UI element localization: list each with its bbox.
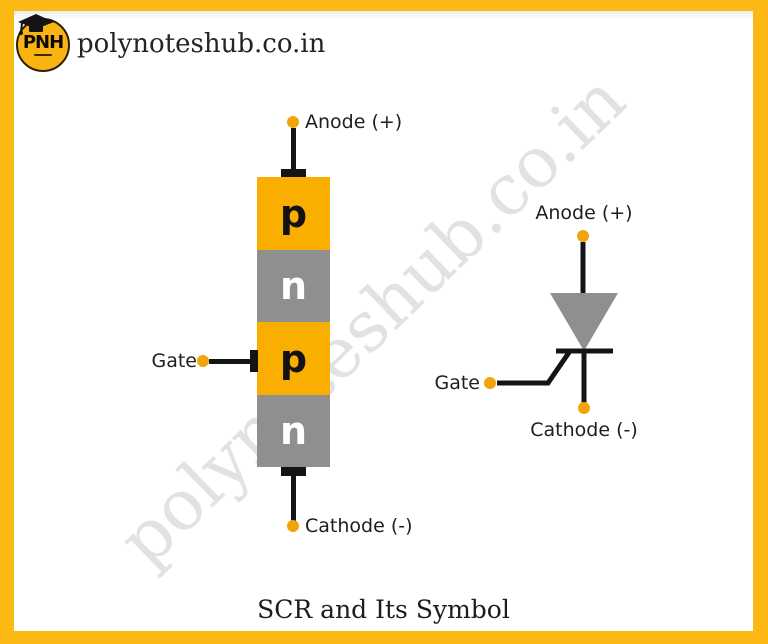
layer-p1: p [257, 177, 330, 250]
scr-symbol-drawing [484, 230, 618, 414]
site-logo: PNH [16, 14, 70, 72]
anode-contact-bar [281, 169, 306, 178]
structure-gate-label: Gate [151, 350, 197, 372]
structure-anode-label: Anode (+) [305, 111, 403, 133]
structure-cathode-label: Cathode (-) [305, 515, 413, 537]
layer-n2-label: n [279, 409, 308, 453]
cathode-lead-line [291, 476, 296, 521]
logo-monogram: PNH [22, 32, 64, 53]
symbol-cathode-label: Cathode (-) [530, 419, 638, 441]
layer-p1-label: p [279, 191, 308, 236]
anode-terminal-dot [287, 116, 299, 128]
cathode-terminal-dot [287, 520, 299, 532]
anode-lead-line [291, 128, 296, 170]
site-name: polynoteshub.co.in [77, 29, 326, 59]
gate-contact-bar [250, 350, 258, 372]
symbol-gate-label: Gate [434, 372, 480, 394]
layer-p2: p [257, 322, 330, 395]
symbol-gate-lead [497, 349, 573, 386]
symbol-anode-dot [577, 230, 589, 242]
gate-terminal-dot [197, 355, 209, 367]
figure-caption: SCR and Its Symbol [257, 595, 510, 624]
layer-p2-label: p [279, 336, 308, 381]
cathode-contact-bar [281, 467, 306, 476]
symbol-cathode-dot [578, 402, 590, 414]
diagram-canvas: polynoteshub.co.in PNH polynoteshub.co.i… [14, 11, 753, 631]
layer-n2: n [257, 395, 330, 467]
symbol-gate-dot [484, 377, 496, 389]
logo-tagline-mark [34, 54, 52, 56]
graduation-cap-icon [18, 14, 54, 35]
gate-lead-line [209, 359, 251, 364]
scr-triangle [550, 293, 618, 351]
layer-n1: n [257, 250, 330, 322]
symbol-anode-label: Anode (+) [535, 202, 633, 224]
layer-n1-label: n [279, 264, 308, 308]
